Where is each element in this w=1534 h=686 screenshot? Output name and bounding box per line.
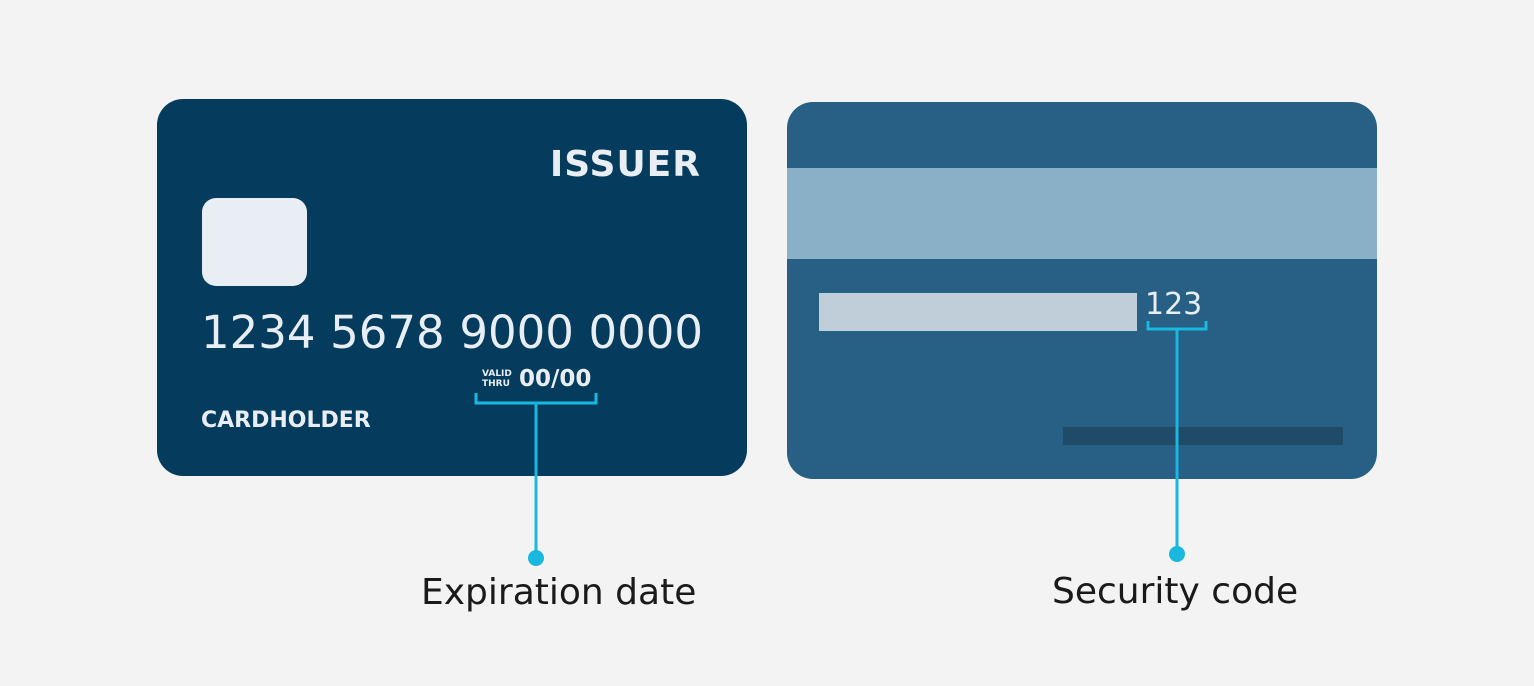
card-number-group-1: 1234 bbox=[201, 306, 316, 359]
security-dot bbox=[1169, 546, 1185, 562]
expiration-dot bbox=[528, 550, 544, 566]
valid-thru-line-1: VALID bbox=[482, 369, 512, 379]
card-number-group-4: 0000 bbox=[588, 306, 703, 359]
signature-strip bbox=[819, 293, 1137, 331]
valid-thru-label: VALID THRU bbox=[482, 369, 512, 389]
expiration-date-label: Expiration date bbox=[421, 572, 697, 613]
card-number-group-2: 5678 bbox=[330, 306, 445, 359]
back-card-strip bbox=[1063, 427, 1343, 445]
expiry-value: 00/00 bbox=[519, 366, 592, 392]
card-front: ISSUER 1234 5678 9000 0000 VALID THRU 00… bbox=[157, 99, 747, 476]
chip bbox=[202, 198, 307, 286]
magnetic-stripe bbox=[787, 168, 1377, 259]
card-back: 123 bbox=[787, 102, 1377, 479]
cardholder-name: CARDHOLDER bbox=[201, 408, 371, 433]
card-number: 1234 5678 9000 0000 bbox=[201, 306, 703, 359]
valid-thru-line-2: THRU bbox=[482, 379, 510, 389]
card-number-group-3: 9000 bbox=[459, 306, 574, 359]
issuer-name: ISSUER bbox=[549, 144, 701, 185]
security-code-value: 123 bbox=[1145, 287, 1203, 322]
security-code-label: Security code bbox=[1052, 571, 1299, 612]
